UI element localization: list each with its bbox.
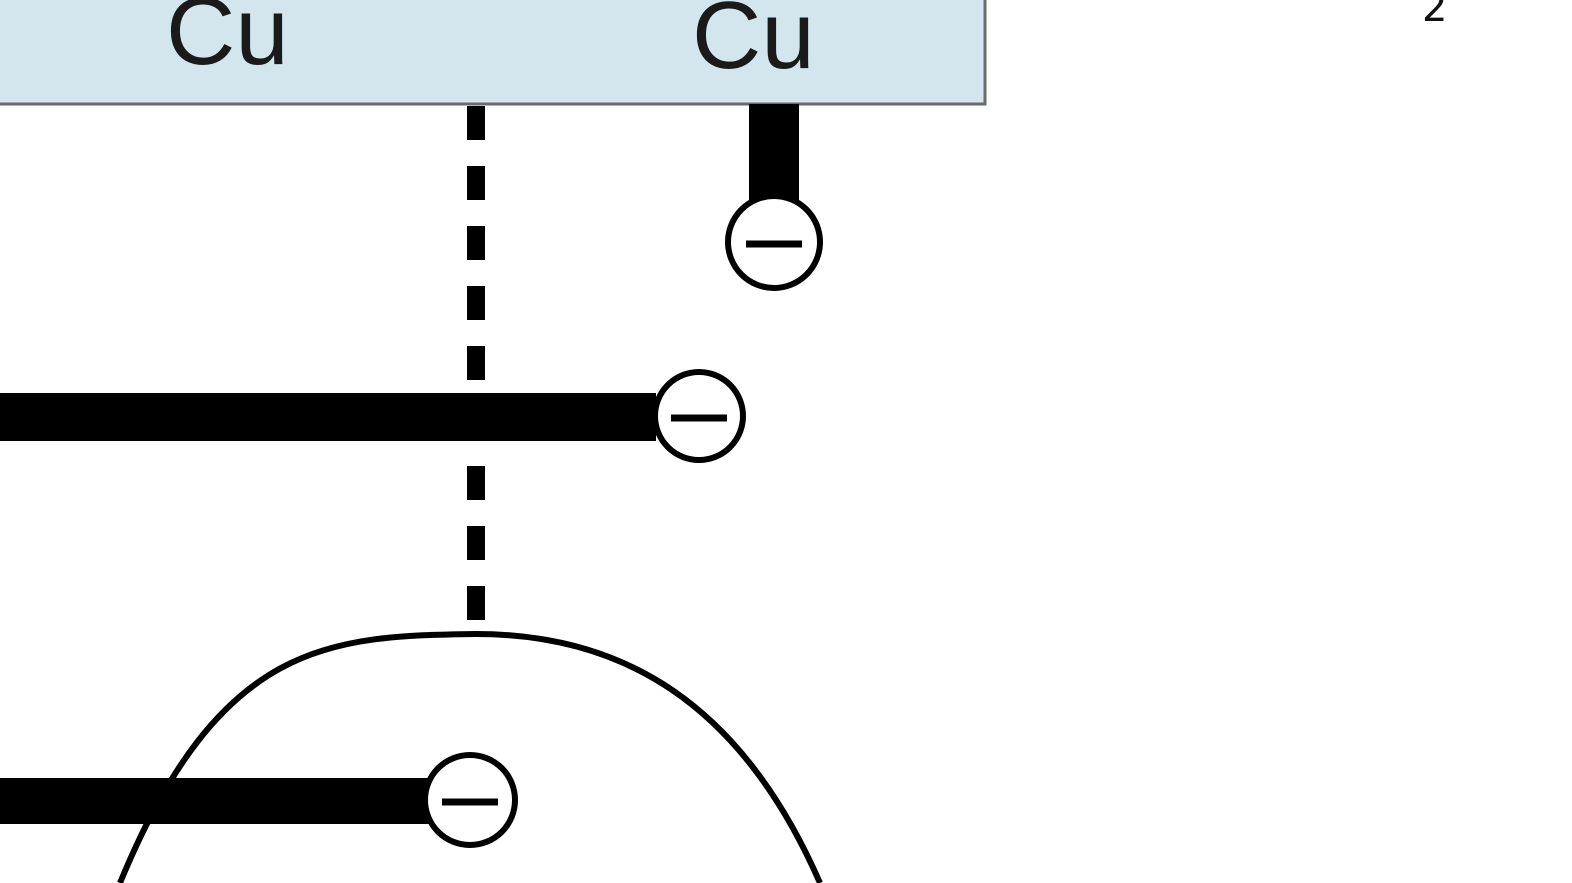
- figure-number: 2: [1422, 0, 1448, 31]
- cu-label-left: Cu: [166, 0, 289, 85]
- copper-surface: [0, 0, 987, 106]
- negative-charge-icon: [422, 752, 518, 848]
- headgroup-arc: [117, 630, 823, 883]
- cu-label-right: Cu: [692, 0, 815, 89]
- negative-charge-icon: [725, 193, 823, 291]
- horizontal-chain-bottom: [0, 778, 432, 824]
- negative-charge-icon: [652, 369, 746, 463]
- horizontal-chain-middle: [0, 393, 656, 441]
